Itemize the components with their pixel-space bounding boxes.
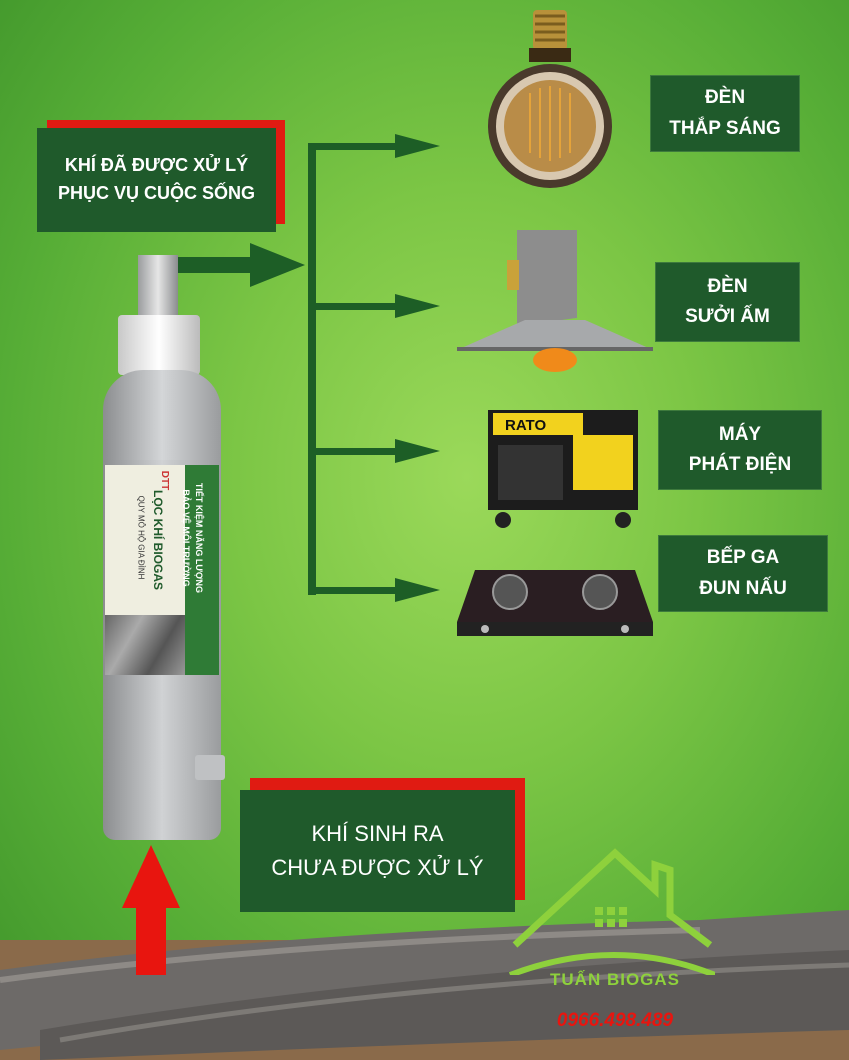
use-label-line1: ĐÈN [704,87,746,109]
filter-brand: DTT [159,470,171,491]
biogas-filter-image: LỌC KHÍ BIOGAS QUY MÔ HỘ GIA ĐÌNH TIẾT K… [100,255,225,845]
treated-gas-line1: KHÍ ĐÃ ĐƯỢC XỬ LÝ [64,155,249,176]
use-label-line1: MÁY [718,423,762,445]
filter-subtitle: QUY MÔ HỘ GIA ĐÌNH [136,495,146,580]
use-label-heater: ĐÈN SƯỞI ẤM [655,262,800,342]
filter-slogan1: TIẾT KIỆM NĂNG LƯỢNG [194,482,204,594]
filter-title: LỌC KHÍ BIOGAS [151,489,165,590]
untreated-gas-line2: CHƯA ĐƯỢC XỬ LÝ [271,855,484,880]
trunk-line [308,143,316,595]
treated-gas-line2: PHỤC VỤ CUỘC SỐNG [57,183,255,203]
red-arrow-shaft [136,905,166,975]
use-label-line1: ĐÈN [707,275,748,297]
use-label-line2: ĐUN NẤU [699,577,787,599]
generator-icon: RATO [488,410,638,528]
use-label-stove: BẾP GA ĐUN NẤU [658,535,828,612]
heater-lamp-icon [457,230,653,372]
red-arrow-head [122,845,180,908]
branch-arrow-2 [395,294,440,318]
light-bulb-icon [488,10,612,188]
gas-stove-icon [457,570,653,636]
use-label-generator: MÁY PHÁT ĐIỆN [658,410,822,490]
use-label-line2: PHÁT ĐIỆN [688,454,792,475]
filter-slogan2: BẢO VỆ MÔI TRƯỜNG [181,489,191,587]
tuan-biogas-logo [508,848,715,975]
use-label-line2: SƯỞI ẤM [685,306,770,327]
main-arrow-head [250,243,305,287]
untreated-gas-box: KHÍ SINH RA CHƯA ĐƯỢC XỬ LÝ [240,790,515,912]
branch-arrow-4 [395,578,440,602]
untreated-gas-line1: KHÍ SINH RA [311,820,444,846]
logo-phone: 0966.498.489 [556,1010,674,1031]
treated-gas-box: KHÍ ĐÃ ĐƯỢC XỬ LÝ PHỤC VỤ CUỘC SỐNG [37,128,276,232]
generator-brand: RATO [505,417,546,434]
branch-arrow-1 [395,134,440,158]
use-label-line1: BẾP GA [706,547,780,569]
biogas-bags-image [0,910,849,1060]
logo-name: TUẤN BIOGAS [550,970,680,989]
branch-arrow-3 [395,439,440,463]
use-label-line2: THẮP SÁNG [669,117,781,139]
use-label-lighting: ĐÈN THẮP SÁNG [650,75,800,152]
